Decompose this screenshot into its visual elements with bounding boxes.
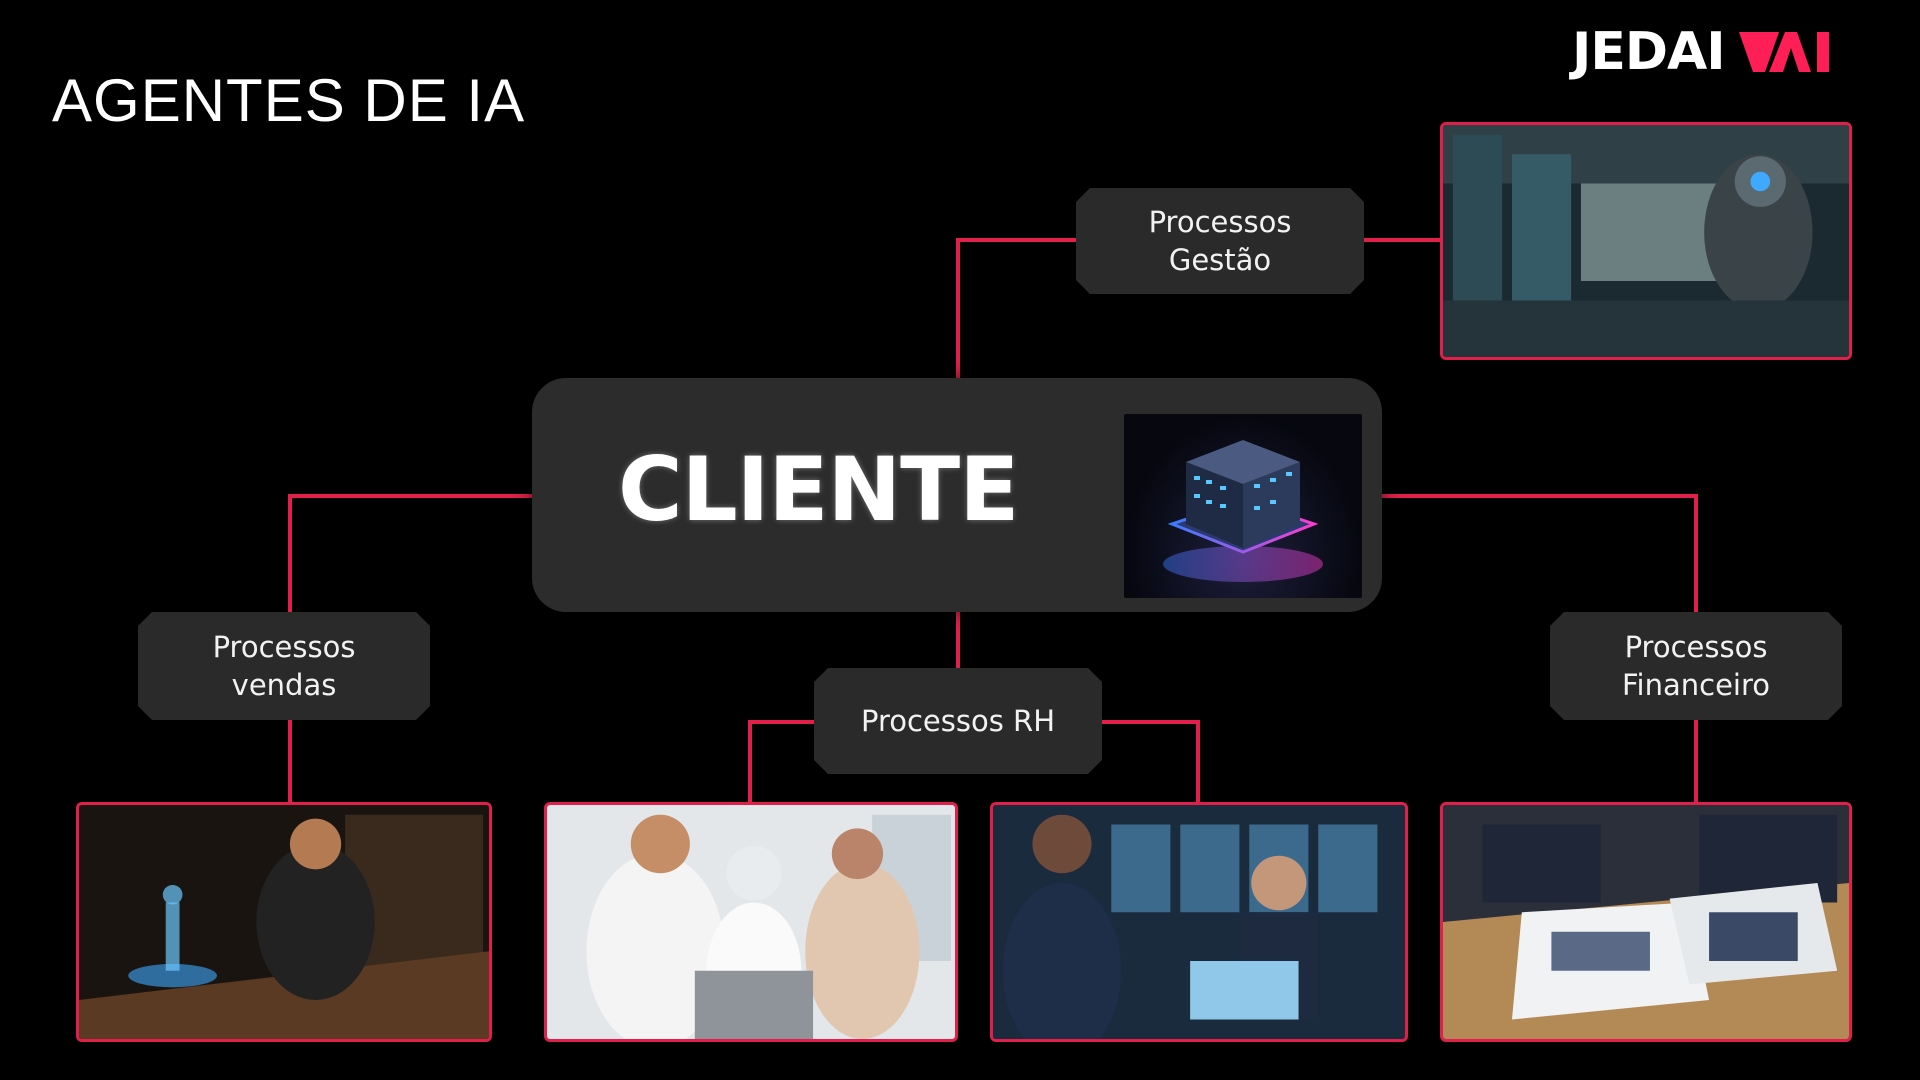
rh-robot-team-image	[544, 802, 958, 1042]
ai-logo-mark	[1738, 32, 1829, 72]
connector-rh-left	[748, 720, 814, 802]
cliente-hub: CLIENTE	[532, 378, 1382, 612]
connector-gestao	[956, 238, 1076, 378]
process-financeiro-box: Processos Financeiro	[1550, 612, 1842, 720]
hub-label: CLIENTE	[618, 438, 1019, 541]
jedai-logo: JEDAI	[1572, 26, 1833, 78]
rh-video-call-image	[990, 802, 1408, 1042]
page-title: AGENTES DE IA	[52, 67, 526, 134]
financeiro-documents-image	[1440, 802, 1852, 1042]
process-vendas-box: Processos vendas	[138, 612, 430, 720]
logo-wordmark: JEDAI	[1572, 22, 1726, 82]
connector-financeiro	[1382, 494, 1698, 612]
process-rh-box: Processos RH	[814, 668, 1102, 774]
process-gestao-box: Processos Gestão	[1076, 188, 1364, 294]
connector-rh-right	[1102, 720, 1200, 802]
connector-vendas	[288, 494, 532, 612]
gestao-robot-office-image	[1440, 122, 1852, 360]
server-building-icon	[1124, 414, 1362, 598]
vendas-hologram-image	[76, 802, 492, 1042]
